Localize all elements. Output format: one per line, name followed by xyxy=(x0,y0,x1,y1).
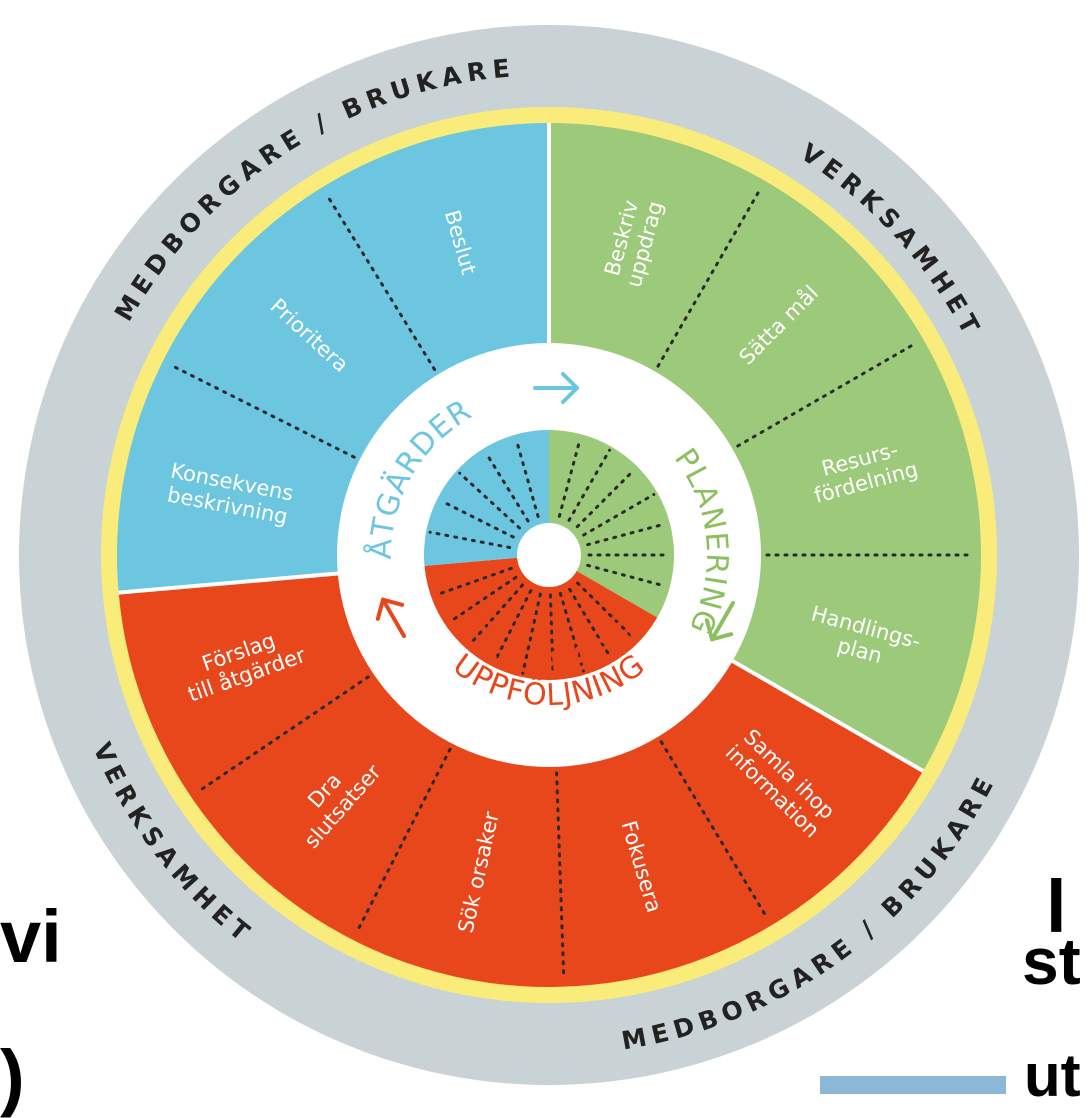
arrow-to-atgarder-icon xyxy=(375,597,406,639)
step-divider xyxy=(659,740,769,920)
center-hole xyxy=(517,523,581,587)
arrow-to-uppfoljning-icon xyxy=(704,600,735,642)
step-divider xyxy=(195,675,370,794)
inner-disc-sectors xyxy=(424,430,674,680)
cropped-text-fragment: ut xyxy=(1024,1042,1081,1109)
cycle-arrows xyxy=(375,372,735,642)
step-divider xyxy=(355,747,452,935)
cropped-text-fragment: st xyxy=(1022,924,1081,998)
cropped-text-fragment: vi xyxy=(0,895,62,978)
cropped-text-fragment: l xyxy=(1046,865,1067,948)
step-divider xyxy=(168,363,356,459)
planering-inner-sector xyxy=(549,430,674,618)
arrow-to-planering-icon xyxy=(533,372,579,404)
step-divider xyxy=(555,771,566,981)
cropped-text-fragment: ) xyxy=(0,1035,25,1118)
dotted-dividers xyxy=(168,186,975,981)
step-divider xyxy=(656,186,763,368)
cropped-image-strip xyxy=(820,1076,1006,1094)
step-divider xyxy=(324,192,437,371)
step-divider xyxy=(736,341,918,448)
uppfoljning-inner-sector xyxy=(424,555,658,680)
